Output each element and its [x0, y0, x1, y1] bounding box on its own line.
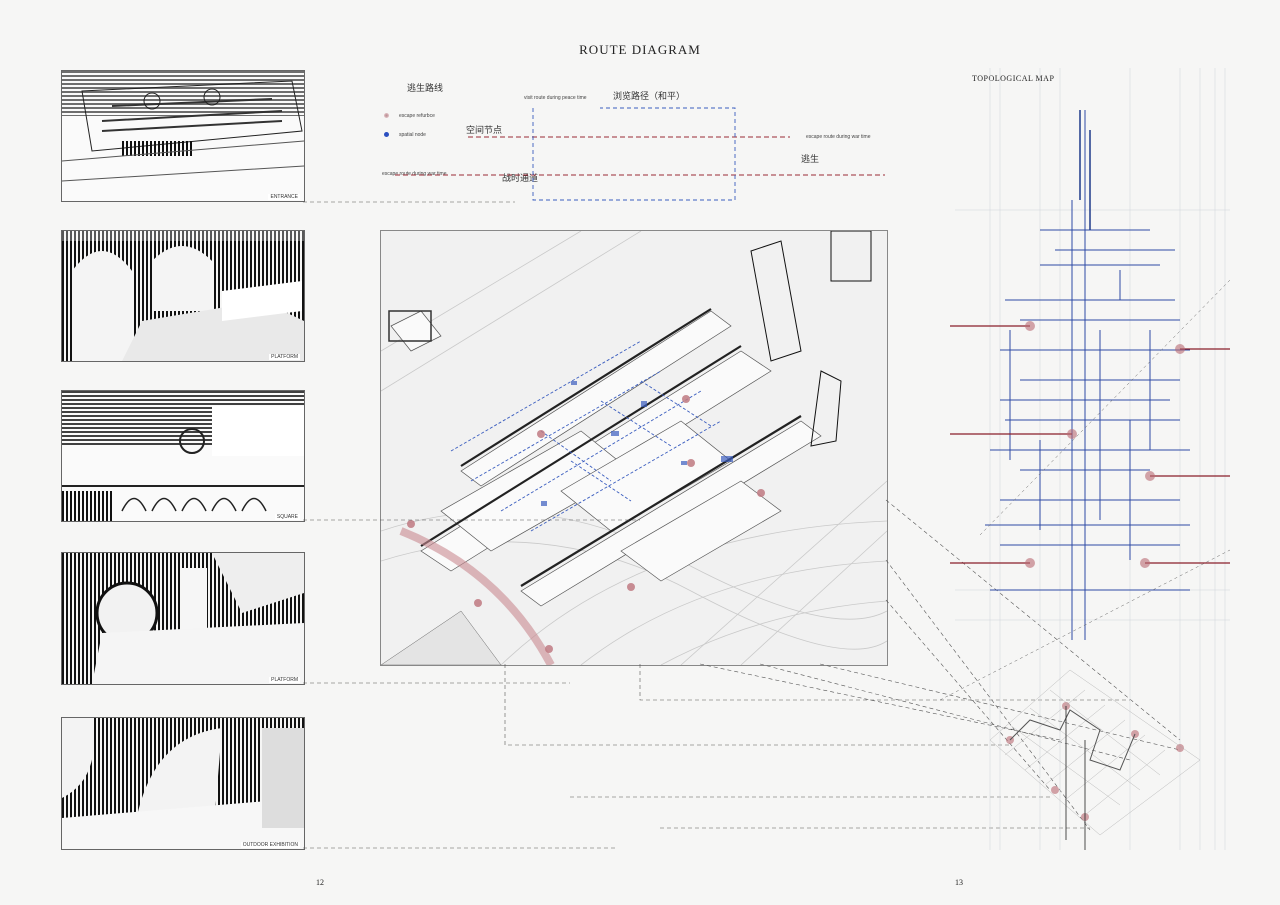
legend-spatial-label: spatial node	[399, 132, 426, 138]
legend-space-node-cn: 空间节点	[466, 126, 503, 136]
thumbnail-label: ENTRANCE	[268, 194, 300, 200]
legend-war-route-cn: 战时通道	[502, 174, 539, 184]
legend-heading: 逃生路线	[407, 84, 444, 94]
thumbnail-label: SQUARE	[274, 514, 300, 520]
legend-peace-route-label: visit route during peace time	[524, 95, 587, 101]
thumbnail-outdoor-exhibition: OUTDOOR EXHIBITION	[61, 717, 305, 850]
escape-dot-icon	[384, 113, 389, 118]
thumbnail-label: OUTDOOR EXHIBITION	[240, 842, 300, 848]
thumbnail-square: SQUARE	[61, 390, 305, 522]
thumbnail-label: PLATFORM	[269, 354, 300, 360]
page-number-right: 13	[955, 878, 963, 887]
topological-map-title: TOPOLOGICAL MAP	[972, 74, 1055, 83]
legend-escape-label: escape refurbce	[399, 113, 435, 119]
spatial-node-dot-icon	[384, 132, 389, 137]
thumbnail-label: PLATFORM	[269, 677, 300, 683]
axonometric-route-view	[380, 230, 888, 666]
legend-escape-war-label: escape route during war time	[806, 134, 871, 140]
thumbnail-entrance: ENTRANCE	[61, 70, 305, 202]
page-title: ROUTE DIAGRAM	[579, 42, 701, 57]
legend-war-route-label: escape route during war time	[382, 171, 447, 177]
page-number-left: 12	[316, 878, 324, 887]
legend-peace-route-cn: 浏览路径（和平）	[613, 92, 686, 102]
thumbnail-platform-2: PLATFORM	[61, 552, 305, 685]
legend-escape-cn: 逃生	[801, 155, 820, 165]
thumbnail-platform-1: PLATFORM	[61, 230, 305, 362]
